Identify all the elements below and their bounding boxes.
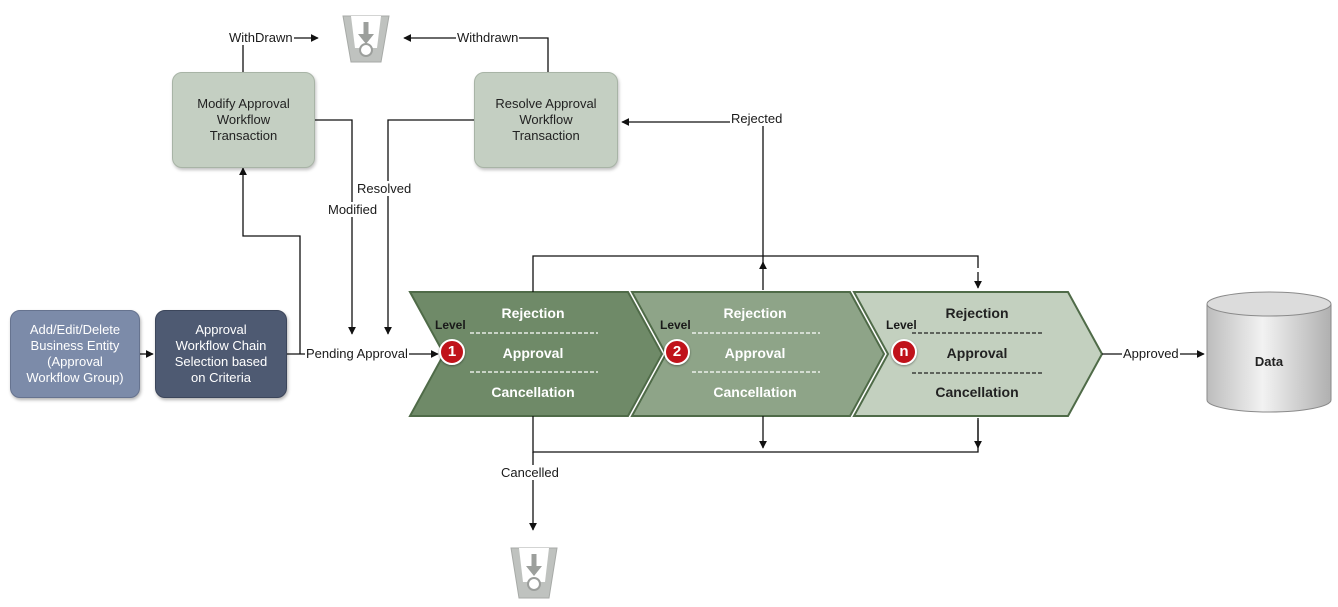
stage-rejection-label: Rejection (945, 305, 1009, 321)
level-badge-1: 1 (439, 339, 465, 365)
resolve-transaction-box: Resolve Approval Workflow Transaction (474, 72, 618, 168)
level-label: Level (660, 318, 691, 332)
data-store-label: Data (1254, 354, 1284, 369)
edge-label-modified: Modified (327, 202, 379, 217)
stage-rejection-label: Rejection (501, 305, 565, 321)
data-store-cylinder (1206, 291, 1332, 413)
level-label: Level (435, 318, 466, 332)
chain-selection-box: Approval Workflow Chain Selection based … (155, 310, 287, 398)
stage-cancellation-label: Cancellation (935, 384, 1019, 400)
stage-cancellation-label: Cancellation (713, 384, 797, 400)
edge-label-approved: Approved (1122, 346, 1180, 361)
modify-transaction-box: Modify Approval Workflow Transaction (172, 72, 315, 168)
edge-label-pending-approval: Pending Approval (305, 346, 409, 361)
stage-approval-label: Approval (502, 345, 564, 361)
recycle-bin-icon (505, 540, 563, 602)
edge-label-withdrawn-resolve: Withdrawn (456, 30, 520, 45)
edge-label-rejected: Rejected (730, 111, 784, 126)
stage-approval-label: Approval (724, 345, 786, 361)
edge-label-withdrawn-modify: WithDrawn (228, 30, 294, 45)
recycle-bin-icon (337, 8, 395, 66)
stage-separators (470, 332, 1044, 374)
stage-cancellation-label: Cancellation (491, 384, 575, 400)
level-badge-2: 2 (664, 339, 690, 365)
stage-rejection-label: Rejection (723, 305, 787, 321)
edge-label-resolved: Resolved (356, 181, 413, 196)
edge-label-cancelled: Cancelled (500, 465, 560, 480)
stage-chevron-level-n (852, 291, 1104, 417)
business-entity-box: Add/Edit/Delete Business Entity (Approva… (10, 310, 140, 398)
level-label: Level (886, 318, 917, 332)
level-badge-n: n (891, 339, 917, 365)
stage-approval-label: Approval (946, 345, 1008, 361)
